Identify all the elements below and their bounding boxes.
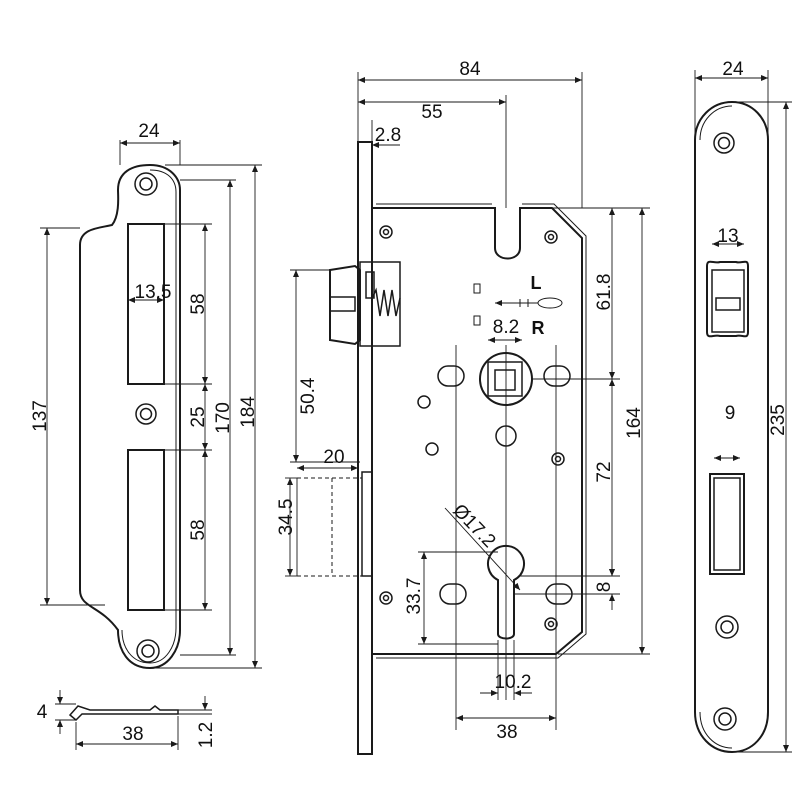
- strike-screw-hole-middle: [135, 403, 157, 425]
- lock-body-view: L R 8.2 84 55: [276, 59, 650, 755]
- strike-side-width-label: 38: [122, 724, 143, 745]
- follower-size-label: 8.2: [493, 317, 519, 338]
- faceplate-inner-edge: [699, 105, 733, 749]
- case-oval-hole: [437, 365, 465, 387]
- case-screw-bottom-left: [379, 591, 393, 605]
- faceplate-screw-bottom: [713, 707, 737, 731]
- strike-slot-bottom: [127, 449, 165, 611]
- strike-side-thickness-label: 1.2: [196, 722, 217, 748]
- faceplate-thickness-label: 2.8: [375, 125, 401, 146]
- lock-case-inner: [376, 203, 587, 659]
- hand-indicator-slot: [473, 315, 481, 326]
- case-pin-hole: [417, 395, 431, 409]
- strike-thickness-label: 4: [37, 702, 48, 723]
- faceplate-latch-width-label: 13: [717, 226, 738, 247]
- case-screw-top-right: [544, 230, 558, 244]
- strike-outer-span-label: 137: [30, 400, 51, 432]
- case-screw-top-left: [379, 225, 393, 239]
- bolt-throw-label: 20: [323, 447, 344, 468]
- cylinder-offset-left-label: 33.7: [404, 578, 425, 615]
- case-screw-bottom-right: [544, 617, 558, 631]
- faceplate-latch-opening: [706, 260, 749, 338]
- strike-plate-outline: [79, 163, 181, 670]
- backset-label: 55: [421, 102, 442, 123]
- faceplate-width-label: 24: [722, 59, 744, 80]
- strike-slot-bottom-label: 58: [188, 519, 209, 540]
- faceplate-height-label: 235: [768, 404, 789, 436]
- total-depth-label: 84: [459, 59, 481, 80]
- faceplate-screw-middle: [715, 615, 739, 639]
- faceplate-screw-top: [713, 132, 735, 154]
- hand-indicator-slot: [473, 283, 481, 294]
- faceplate-outline: [694, 100, 769, 754]
- dead-bolt: [361, 471, 373, 577]
- case-oval-hole: [543, 365, 571, 387]
- strike-total-height-label: 184: [238, 396, 259, 428]
- handing-arrow-icon: [495, 297, 563, 309]
- strike-inner-span-label: 170: [213, 402, 234, 434]
- follower-to-cylinder-label: 72: [594, 461, 615, 482]
- cylinder-profile: [487, 544, 525, 640]
- strike-plate-inner-edge: [121, 169, 177, 664]
- strike-slot-top: [127, 223, 165, 385]
- hand-left-label: L: [531, 273, 542, 293]
- faceplate-view: 24 13 9 235: [694, 59, 792, 754]
- body-height-label: 164: [624, 407, 645, 439]
- latch-bolt: [329, 261, 401, 347]
- strike-screw-hole-top: [134, 172, 158, 196]
- case-oval-hole: [439, 583, 467, 605]
- bolt-height-label: 34.5: [276, 499, 297, 536]
- case-screw-middle-right: [551, 452, 565, 466]
- lock-case-outline: [371, 207, 583, 655]
- strike-screw-hole-bottom: [136, 639, 160, 663]
- top-to-follower-label: 61.8: [594, 274, 615, 311]
- strike-width-label: 24: [138, 121, 160, 142]
- lock-faceplate-edge: [357, 141, 373, 755]
- strike-slot-offset-label: 13.5: [135, 282, 172, 303]
- latch-to-follower-label: 50.4: [298, 377, 319, 414]
- hole-spacing-label: 38: [496, 722, 517, 743]
- faceplate-bolt-width-label: 9: [725, 403, 736, 424]
- strike-slot-top-label: 58: [188, 293, 209, 314]
- strike-slot-gap-label: 25: [188, 406, 209, 427]
- strike-plate-view: 24 13.5 58 25 58 137 170 184: [30, 121, 262, 750]
- case-pin-hole: [425, 442, 439, 456]
- cylinder-width-label: 10.2: [495, 672, 532, 693]
- faceplate-bolt-opening: [709, 473, 745, 575]
- cylinder-offset-right-label: 8: [594, 582, 615, 593]
- hand-right-label: R: [532, 318, 545, 338]
- strike-plate-side-view: [68, 705, 179, 722]
